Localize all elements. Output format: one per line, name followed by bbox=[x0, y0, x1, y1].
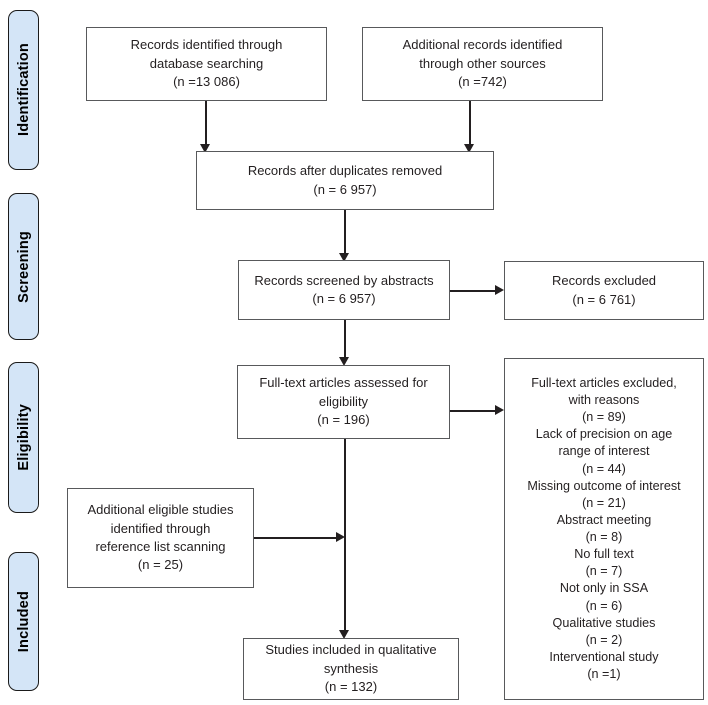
arrowhead-additional-eligible-to-spine bbox=[336, 532, 345, 542]
connector-duplicates-to-screened bbox=[344, 210, 346, 255]
stage-label-eligibility: Eligibility bbox=[15, 404, 32, 471]
arrowhead-screened-to-fulltext bbox=[339, 357, 349, 366]
box-fulltext-assessed-text: Full-text articles assessed for eligibil… bbox=[259, 375, 428, 428]
stage-pill-included: Included bbox=[8, 552, 39, 691]
box-records-excluded: Records excluded (n = 6 761) bbox=[504, 261, 704, 320]
stage-label-included: Included bbox=[15, 590, 32, 653]
box-additional-records-other-sources: Additional records identified through ot… bbox=[362, 27, 603, 101]
box-additional-eligible-studies: Additional eligible studies identified t… bbox=[67, 488, 254, 588]
arrowhead-fulltext-to-included bbox=[339, 630, 349, 639]
stage-pill-identification: Identification bbox=[8, 10, 39, 170]
box-records-after-duplicates: Records after duplicates removed (n = 6 … bbox=[196, 151, 494, 210]
connector-fulltext-to-excluded-reasons bbox=[450, 410, 496, 412]
box-records-after-duplicates-text: Records after duplicates removed (n = 6 … bbox=[247, 163, 443, 197]
box-records-identified-database: Records identified through database sear… bbox=[86, 27, 327, 101]
box-fulltext-excluded-reasons: Full-text articles excluded, with reason… bbox=[504, 358, 704, 700]
connector-screened-to-fulltext bbox=[344, 320, 346, 360]
box-studies-included: Studies included in qualitative synthesi… bbox=[243, 638, 459, 700]
arrowhead-screened-to-excluded bbox=[495, 285, 504, 295]
connector-database-to-duplicates bbox=[205, 101, 207, 146]
arrowhead-other-sources-to-duplicates bbox=[464, 144, 474, 153]
connector-additional-eligible-to-spine bbox=[254, 537, 336, 539]
box-studies-included-text: Studies included in qualitative synthesi… bbox=[265, 642, 437, 695]
stage-label-identification: Identification bbox=[15, 43, 32, 137]
box-records-identified-database-text: Records identified through database sear… bbox=[130, 37, 283, 90]
box-records-screened-text: Records screened by abstracts (n = 6 957… bbox=[254, 272, 434, 306]
box-records-screened: Records screened by abstracts (n = 6 957… bbox=[238, 260, 450, 320]
arrowhead-fulltext-to-excluded-reasons bbox=[495, 405, 504, 415]
box-records-excluded-text: Records excluded (n = 6 761) bbox=[551, 273, 657, 307]
arrowhead-database-to-duplicates bbox=[200, 144, 210, 153]
connector-screened-to-excluded bbox=[450, 290, 496, 292]
connector-other-sources-to-duplicates bbox=[469, 101, 471, 146]
box-additional-records-other-sources-text: Additional records identified through ot… bbox=[402, 37, 563, 90]
stage-label-screening: Screening bbox=[15, 230, 32, 303]
stage-pill-screening: Screening bbox=[8, 193, 39, 340]
arrowhead-duplicates-to-screened bbox=[339, 253, 349, 262]
box-additional-eligible-studies-text: Additional eligible studies identified t… bbox=[87, 502, 234, 573]
stage-pill-eligibility: Eligibility bbox=[8, 362, 39, 513]
box-fulltext-assessed: Full-text articles assessed for eligibil… bbox=[237, 365, 450, 439]
box-fulltext-excluded-reasons-text: Full-text articles excluded, with reason… bbox=[527, 375, 681, 681]
